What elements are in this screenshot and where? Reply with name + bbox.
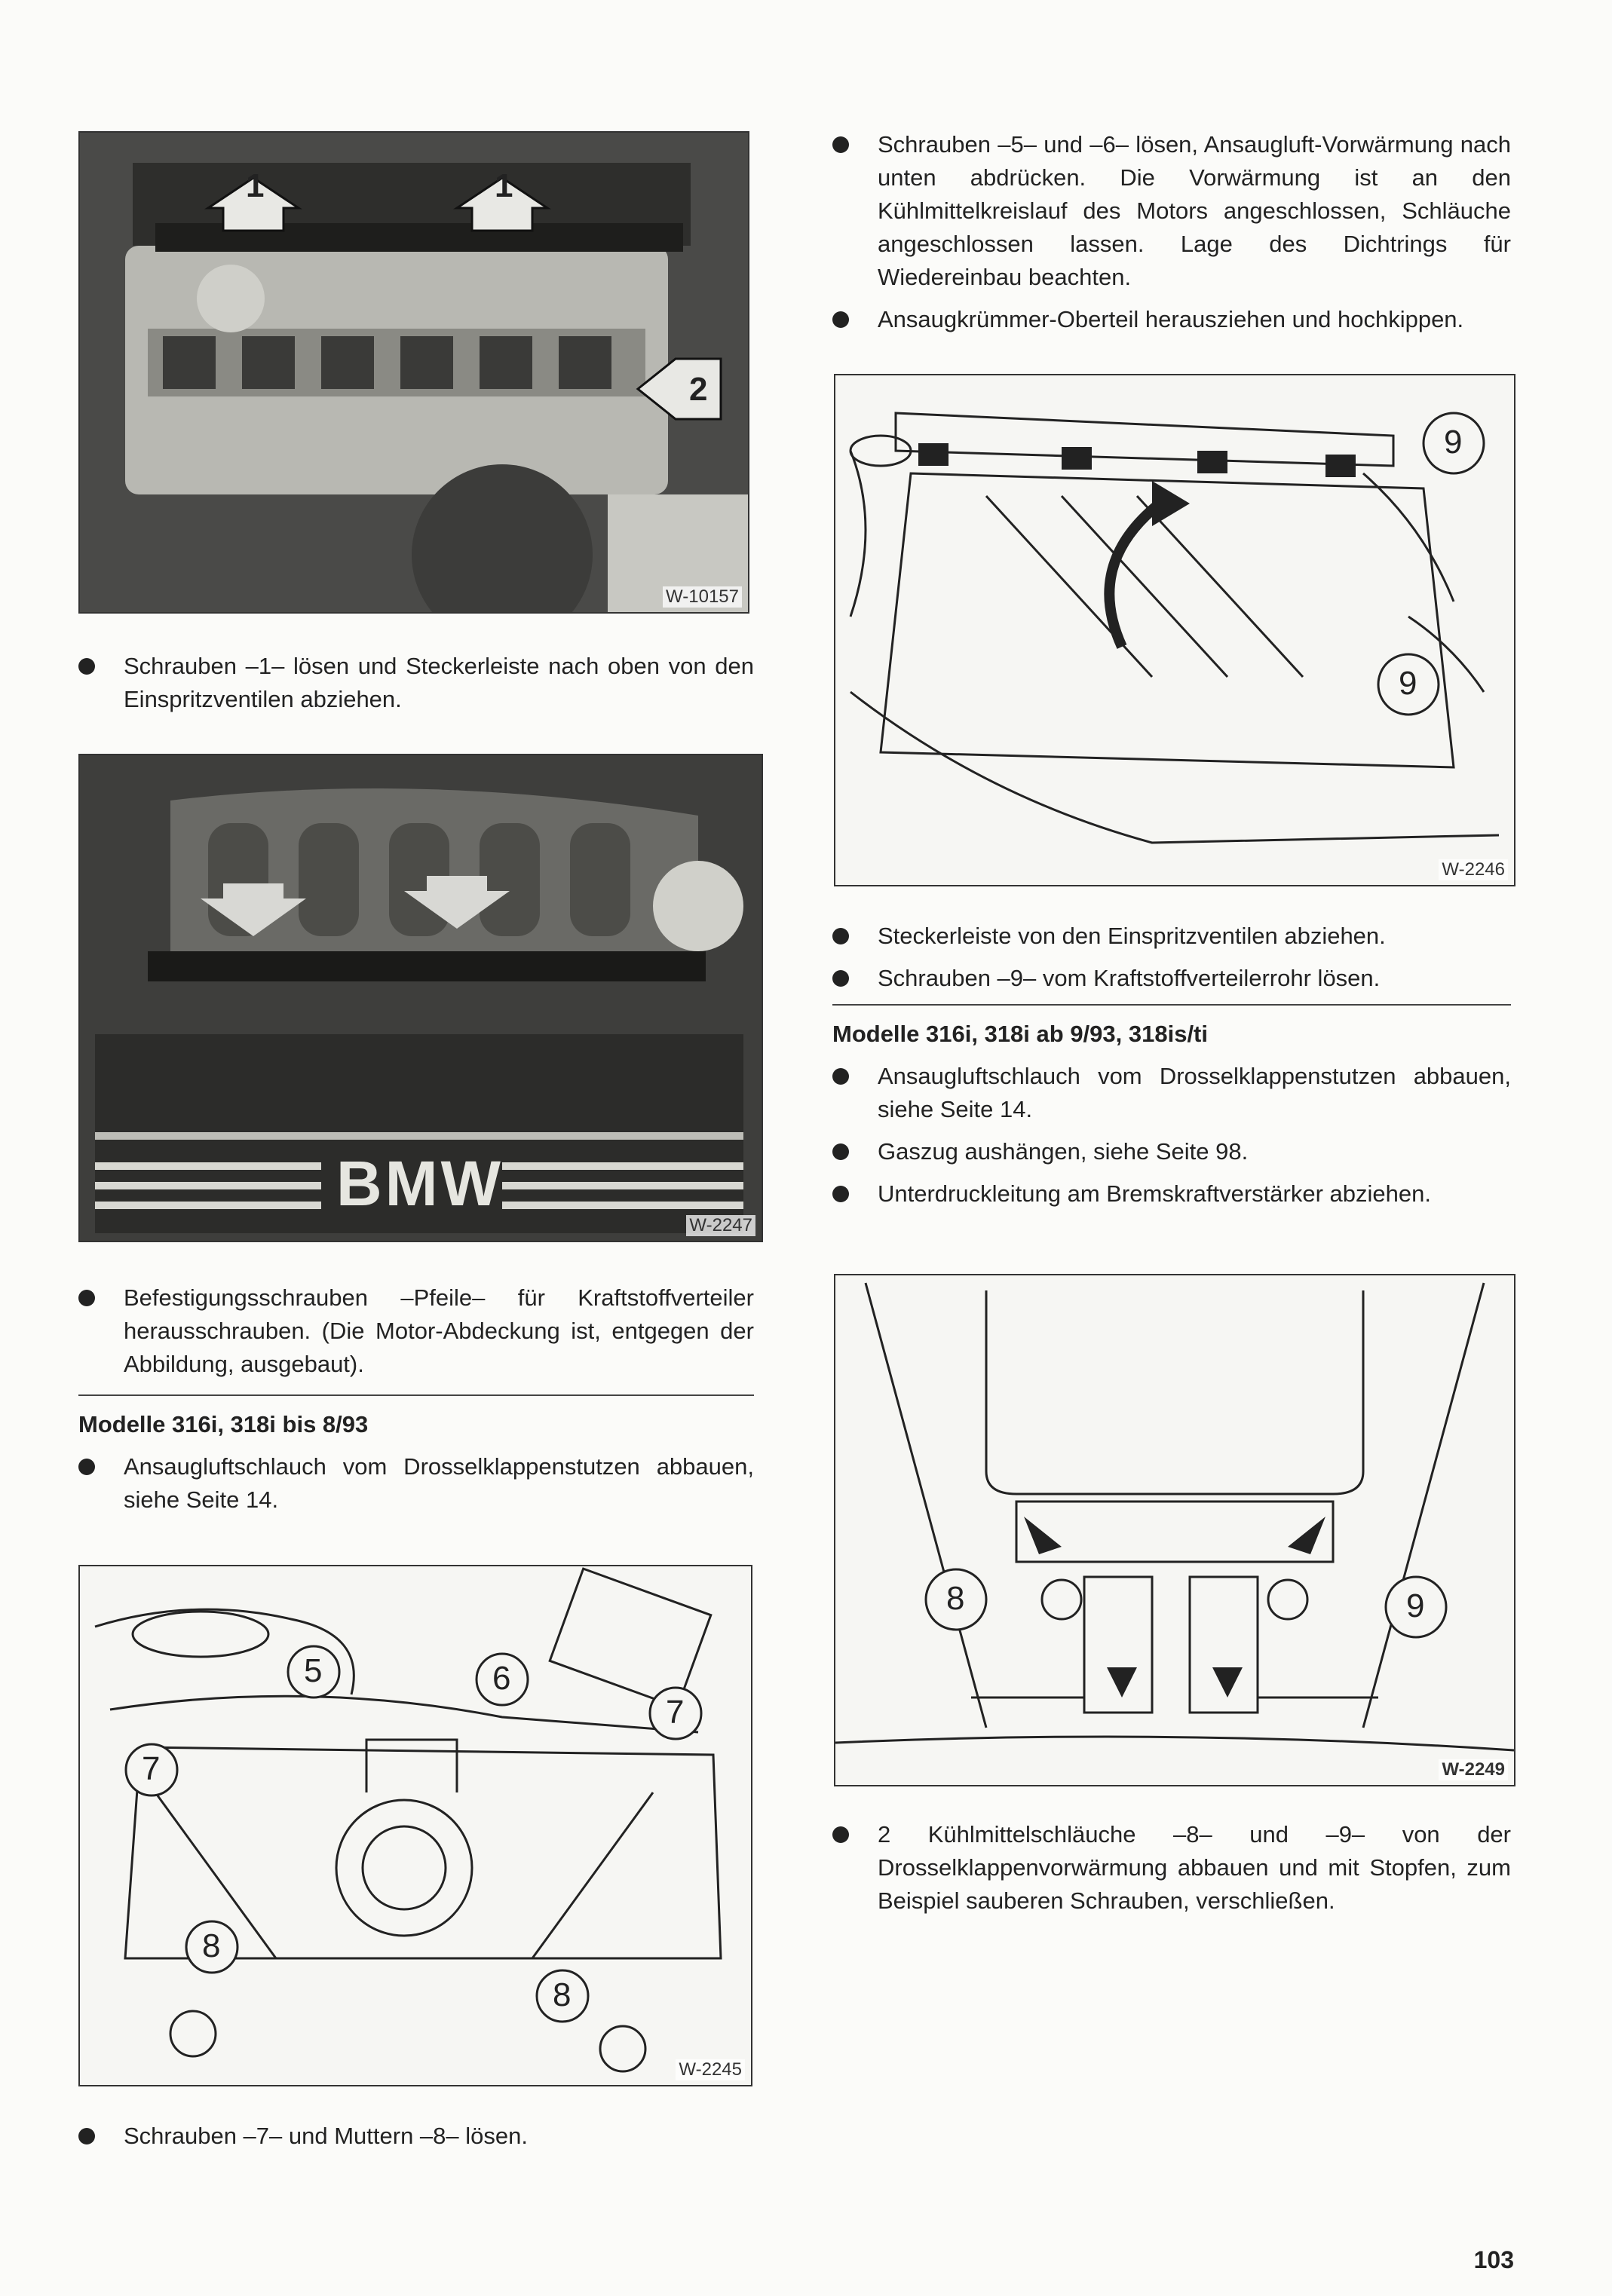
instruction-bullet: Schrauben –7– und Muttern –8– lösen. (78, 2120, 754, 2153)
instruction-bullet: Befestigungsschrauben –Pfeile– für Kraft… (78, 1281, 754, 1381)
section-rule (78, 1394, 754, 1396)
page-number: 103 (1473, 2246, 1514, 2273)
callout-1-left: 1 (246, 167, 265, 204)
instruction-bullet: 2 Kühlmittelschläuche –8– und –9– von de… (832, 1818, 1511, 1918)
figure-w10157-photo: 1 1 2 W-10157 (78, 131, 749, 614)
engine-photo-illustration (80, 133, 748, 612)
coolant-hose-drawing (835, 1282, 1514, 1752)
instruction-text: Schrauben –5– und –6– lösen, Ansaugluft-… (878, 131, 1511, 290)
callout-9-middle: 9 (1399, 665, 1417, 702)
callout-9-top: 9 (1444, 424, 1463, 461)
section-heading: Modelle 316i, 318i bis 8/93 (78, 1411, 369, 1437)
fuel-rail-drawing (849, 412, 1500, 844)
callout-9: 9 (1406, 1587, 1425, 1624)
instruction-bullet: Ansaugluftschlauch vom Drosselklappenstu… (832, 1060, 1511, 1126)
figure-w2245-drawing: 5 6 7 7 8 8 W-2245 (78, 1565, 752, 2086)
instruction-text: Ansaugluftschlauch vom Drosselklappenstu… (878, 1063, 1511, 1122)
callout-7-right: 7 (666, 1694, 685, 1731)
callout-8-left: 8 (202, 1927, 221, 1964)
instruction-text: Unterdruckleitung am Bremskraftverstärke… (878, 1180, 1431, 1207)
instruction-text: Schrauben –9– vom Kraftstoffverteilerroh… (878, 965, 1381, 991)
figure-id-label: W-2247 (686, 1215, 755, 1236)
callout-7-left: 7 (142, 1750, 161, 1787)
figure-w2246-drawing: 9 9 W-2246 (834, 374, 1515, 886)
instruction-text: Gaszug aushängen, siehe Seite 98. (878, 1138, 1249, 1165)
bullet-dot (832, 928, 849, 944)
section-heading: Modelle 316i, 318i ab 9/93, 318is/ti (832, 1021, 1208, 1047)
bullet-dot (832, 1068, 849, 1085)
callout-5: 5 (304, 1652, 323, 1689)
instruction-bullet: Steckerleiste von den Einspritzventilen … (832, 920, 1511, 953)
bullet-dot (832, 970, 849, 987)
figure-id-label: W-10157 (663, 586, 742, 608)
callout-8: 8 (946, 1580, 965, 1617)
callout-8-right: 8 (553, 1976, 572, 2013)
callout-2: 2 (689, 371, 708, 408)
brand-badge: BMW (336, 1148, 504, 1219)
instruction-bullet: Ansaugkrümmer-Oberteil herausziehen und … (832, 303, 1511, 336)
instruction-text: Schrauben –1– lösen und Steckerleiste na… (124, 653, 754, 712)
instruction-bullet: Schrauben –5– und –6– lösen, Ansaugluft-… (832, 128, 1511, 294)
bullet-dot (832, 311, 849, 328)
figure-id-label: W-2249 (1439, 1759, 1508, 1780)
instruction-bullet: Schrauben –1– lösen und Steckerleiste na… (78, 650, 754, 716)
figure-w2249-drawing: 8 9 W-2249 (834, 1274, 1515, 1786)
instruction-bullet: Gaszug aushängen, siehe Seite 98. (832, 1135, 1511, 1168)
throttle-body-drawing (94, 1567, 722, 2073)
callout-6: 6 (492, 1660, 511, 1697)
figure-id-label: W-2245 (676, 2059, 745, 2080)
section-rule (832, 1004, 1511, 1006)
instruction-text: Befestigungsschrauben –Pfeile– für Kraft… (124, 1284, 754, 1377)
instruction-text: Schrauben –7– und Muttern –8– lösen. (124, 2123, 528, 2149)
figure-w2247-photo: BMW W-2247 (78, 754, 763, 1242)
instruction-bullet: Unterdruckleitung am Bremskraftverstärke… (832, 1177, 1511, 1211)
bullet-dot (78, 1290, 95, 1306)
instruction-text: Steckerleiste von den Einspritzventilen … (878, 923, 1386, 949)
callout-1-right: 1 (495, 167, 513, 204)
bullet-dot (832, 1186, 849, 1202)
manifold-photo-illustration (80, 755, 762, 1241)
bullet-dot (78, 1459, 95, 1475)
bullet-dot (78, 658, 95, 675)
instruction-text: 2 Kühlmittelschläuche –8– und –9– von de… (878, 1821, 1511, 1914)
instruction-text: Ansaugkrümmer-Oberteil herausziehen und … (878, 306, 1464, 332)
bullet-dot (832, 136, 849, 153)
bullet-dot (832, 1143, 849, 1160)
bullet-dot (78, 2128, 95, 2144)
instruction-text: Ansaugluftschlauch vom Drosselklappenstu… (124, 1453, 754, 1513)
instruction-bullet: Schrauben –9– vom Kraftstoffverteilerroh… (832, 962, 1511, 995)
instruction-bullet: Ansaugluftschlauch vom Drosselklappenstu… (78, 1450, 754, 1517)
figure-id-label: W-2246 (1439, 859, 1508, 880)
bullet-dot (832, 1826, 849, 1843)
